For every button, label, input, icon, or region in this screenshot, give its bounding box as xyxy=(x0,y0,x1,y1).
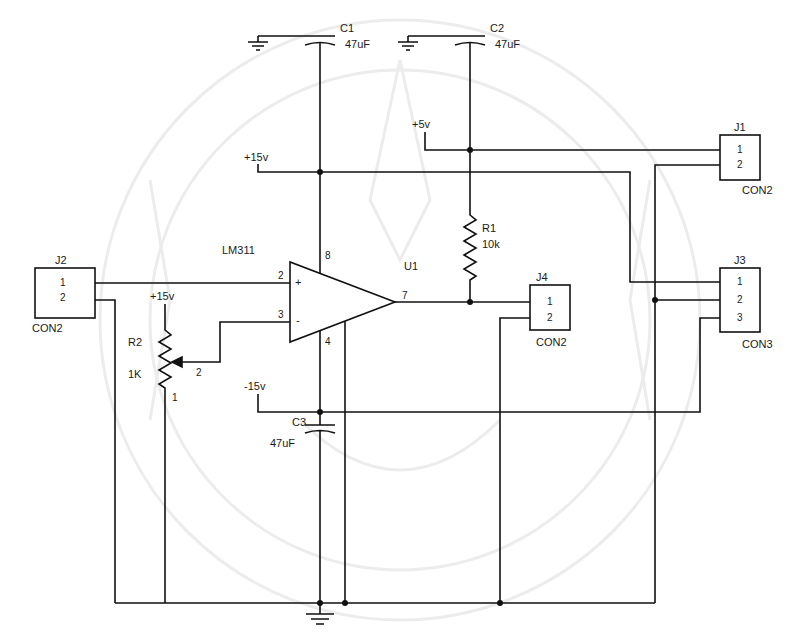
part-type: CON2 xyxy=(742,184,773,196)
supply-label: -15v xyxy=(244,380,265,392)
pin-number: 3 xyxy=(278,309,284,320)
part-name: C1 xyxy=(340,22,354,34)
part-value: 47uF xyxy=(345,38,370,50)
part-name: J3 xyxy=(734,254,746,266)
pin-number: 2 xyxy=(737,294,743,305)
part-type: LM311 xyxy=(222,244,255,256)
wires xyxy=(35,36,760,624)
pin-number: 2 xyxy=(60,292,66,303)
part-name: R1 xyxy=(482,222,496,234)
part-type: CON2 xyxy=(32,322,63,334)
pin-number: 1 xyxy=(737,144,743,155)
pin-number: 3 xyxy=(737,312,743,323)
pin-number: 1 xyxy=(547,296,553,307)
part-value: 10k xyxy=(482,238,500,250)
part-value: 47uF xyxy=(495,38,520,50)
part-name: C3 xyxy=(292,416,306,428)
part-name: J2 xyxy=(55,254,67,266)
pin-number: 1 xyxy=(172,392,178,403)
junction-dots xyxy=(317,147,658,606)
part-type: CON2 xyxy=(536,336,567,348)
part-value: 47uF xyxy=(270,437,295,449)
input-sign: + xyxy=(295,276,301,288)
pin-number: 2 xyxy=(196,367,202,378)
part-name: U1 xyxy=(404,260,418,272)
pin-number: 1 xyxy=(60,277,66,288)
pin-number: 7 xyxy=(402,290,408,301)
watermark xyxy=(100,20,700,620)
pin-number: 4 xyxy=(325,336,331,347)
part-name: C2 xyxy=(490,22,504,34)
supply-label: +5v xyxy=(412,118,430,130)
pin-number: 1 xyxy=(737,276,743,287)
input-sign: - xyxy=(296,314,300,326)
part-name: J4 xyxy=(536,271,548,283)
part-name: J1 xyxy=(734,121,746,133)
pin-number: 8 xyxy=(325,250,331,261)
pin-number: 2 xyxy=(737,159,743,170)
pin-number: 2 xyxy=(547,312,553,323)
supply-label: +15v xyxy=(244,151,268,163)
supply-label: +15v xyxy=(150,290,174,302)
part-type: CON3 xyxy=(742,338,773,350)
part-name: R2 xyxy=(128,336,142,348)
pin-number: 2 xyxy=(278,270,284,281)
part-value: 1K xyxy=(128,368,141,380)
